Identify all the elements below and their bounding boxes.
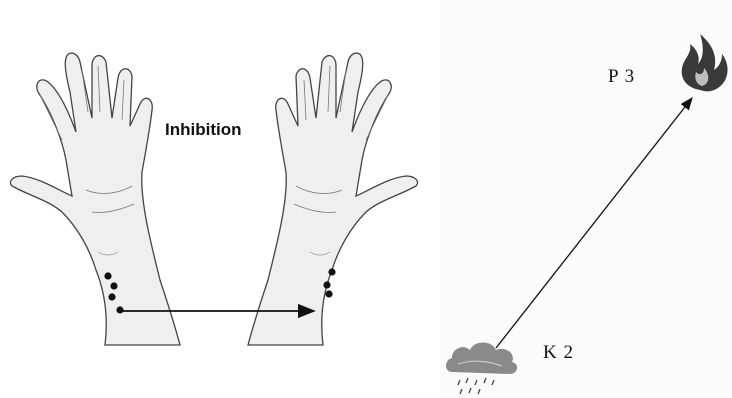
right-point-dot [328,268,335,275]
diagram-title: Inhibition [165,120,241,140]
left-point-dot [110,282,117,289]
left-point-dot [104,272,111,279]
point-label-k2: K 2 [543,342,574,364]
left-point-dot [108,293,115,300]
right-point-dot [323,281,330,288]
left-hand-palm-icon [10,53,180,345]
rain-drops [458,378,494,394]
point-label-p3: P 3 [608,66,635,88]
left-point-dot [116,306,123,313]
rain-cloud-icon [446,343,517,395]
right-hand-palm-icon [248,53,418,345]
fire-icon [682,34,728,91]
k2-to-p3-arrow [496,98,692,348]
right-point-dot [325,290,332,297]
